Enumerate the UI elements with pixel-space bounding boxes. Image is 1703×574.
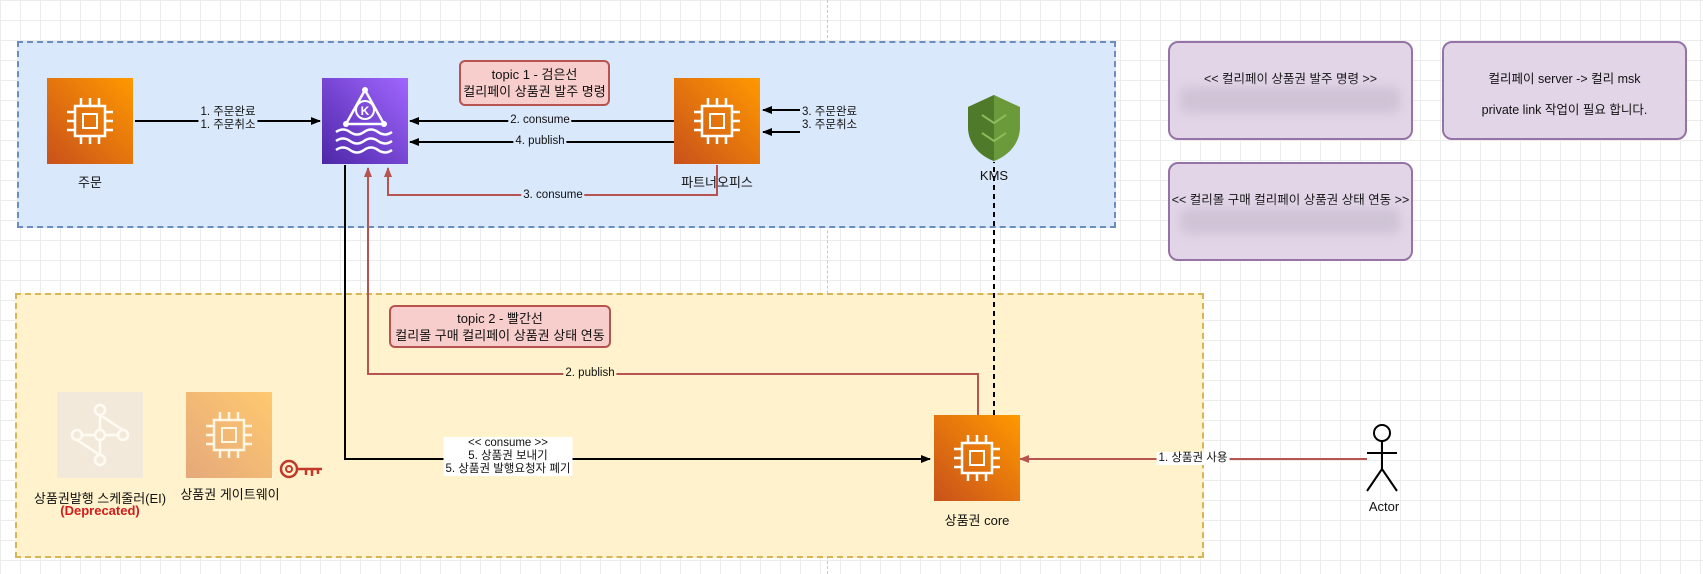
- order-command-panel: << 컬리페이 상품권 발주 명령 >>: [1168, 41, 1413, 140]
- edge-label-actor-to-core: 1. 상품권 사용: [1156, 452, 1230, 465]
- edge-label-partner-inputs: 3. 주문완료 3. 주문취소: [802, 106, 858, 131]
- partner-office-node[interactable]: [674, 78, 760, 164]
- edge-label-partner-consume: 2. consume: [508, 114, 572, 127]
- ec2-chip-icon: [67, 98, 113, 144]
- gateway-label: 상품권 게이트웨이: [180, 487, 280, 502]
- edge-core-publish: [364, 167, 979, 415]
- kafka-icon: K: [335, 87, 393, 154]
- page-guide-line: [827, 0, 828, 574]
- edge-label-partner-publish: 4. publish: [513, 135, 567, 148]
- edge-label-core-publish: 2. publish: [563, 367, 617, 380]
- topic2-note: topic 2 - 빨간선 컬리몰 구매 컬리페이 상품권 상태 연동: [389, 305, 611, 348]
- edge-label-msk-to-core: << consume >> 5. 상품권 보내기 5. 상품권 발행요청자 폐기: [443, 437, 573, 476]
- svg-text:K: K: [361, 104, 370, 118]
- partner-office-label: 파트너오피스: [681, 175, 753, 190]
- redacted-block: [1180, 87, 1400, 113]
- giftcard-core-label: 상품권 core: [944, 513, 1010, 528]
- gateway-node[interactable]: [186, 392, 272, 478]
- ec2-chip-icon: [694, 98, 740, 144]
- key-icon: [279, 459, 322, 479]
- private-link-panel: 컬리페이 server -> 컬리 msk private link 작업이 필…: [1442, 41, 1687, 140]
- status-sync-panel: << 컬리몰 구매 컬리페이 상품권 상태 연동 >>: [1168, 162, 1413, 261]
- scheduler-label: 상품권발행 스케줄러(EI): [33, 491, 167, 506]
- order-label: 주문: [78, 175, 102, 190]
- edge-msk-to-core: [344, 165, 931, 463]
- scheduler-node[interactable]: [57, 392, 143, 478]
- edge-label-order-to-msk: 1. 주문완료 1. 주문취소: [198, 106, 258, 132]
- ec2-chip-icon: [954, 435, 1000, 481]
- actor-person-icon[interactable]: [1363, 423, 1401, 495]
- giftcard-core-node[interactable]: [934, 415, 1020, 501]
- step-functions-icon: [70, 403, 130, 467]
- redacted-block: [1180, 208, 1400, 234]
- scheduler-deprecated-badge: (Deprecated): [60, 503, 140, 518]
- order-service-node[interactable]: [47, 78, 133, 164]
- topic1-note: topic 1 - 검은선 컬리페이 상품권 발주 명령: [459, 60, 610, 106]
- ec2-chip-icon: [206, 412, 252, 458]
- edge-label-red-consume: 3. consume: [521, 189, 585, 202]
- kms-shield-icon[interactable]: [962, 93, 1026, 163]
- msk-kafka-node[interactable]: K: [322, 78, 408, 164]
- actor-label: Actor: [1368, 499, 1400, 514]
- kms-label: KMS: [979, 168, 1009, 183]
